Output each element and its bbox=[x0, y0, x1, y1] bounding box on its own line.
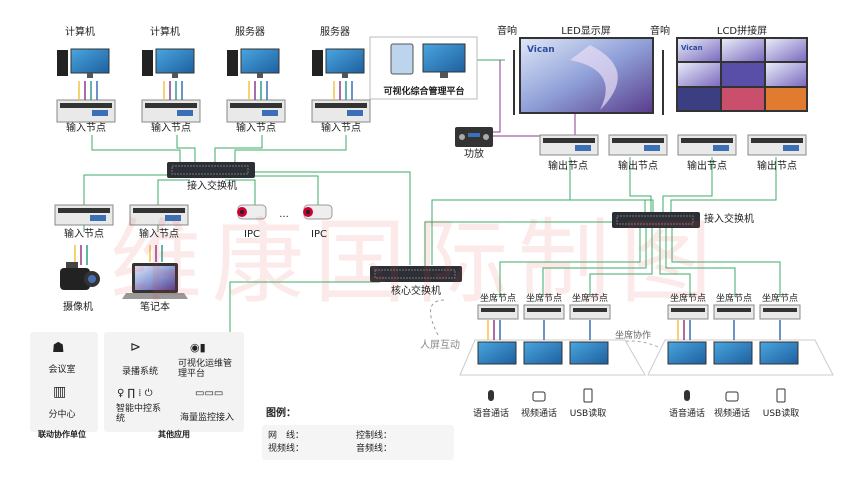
collab-unit-title: 联动协作单位 bbox=[38, 430, 86, 439]
amp-label: 功放 bbox=[464, 149, 484, 160]
speaker-label-1: 音响 bbox=[497, 26, 517, 37]
core-switch bbox=[370, 266, 462, 282]
meeting-room-icon: ☗ bbox=[52, 340, 65, 356]
control-icons: ♀ ∏ ⁞ ⏻ bbox=[117, 388, 153, 399]
output-node-label-2: 输出节点 bbox=[618, 161, 658, 172]
computer-label-2: 计算机 bbox=[150, 27, 180, 38]
peripheral-icons bbox=[488, 388, 786, 403]
voice-call-label-1: 语音通话 bbox=[472, 409, 510, 419]
lcd-wall bbox=[676, 37, 808, 112]
branch-center-icon: ▥ bbox=[53, 384, 67, 400]
legend-network: 网 线： bbox=[268, 431, 305, 441]
input-node-label-6: 输入节点 bbox=[139, 229, 179, 240]
seat-node-label-1: 坐席节点 bbox=[479, 294, 517, 304]
laptop-device bbox=[122, 263, 188, 299]
server-label-1: 服务器 bbox=[235, 27, 265, 38]
recording-label: 录播系统 bbox=[121, 367, 159, 377]
video-call-label-1: 视频通话 bbox=[520, 409, 558, 419]
seat-collab-label: 坐席协作 bbox=[614, 331, 652, 341]
video-call-label-2: 视频通话 bbox=[713, 409, 751, 419]
output-node-label-4: 输出节点 bbox=[757, 161, 797, 172]
meeting-room-label: 会议室 bbox=[48, 365, 76, 375]
output-node-label-3: 输出节点 bbox=[687, 161, 727, 172]
input-node-label-2: 输入节点 bbox=[151, 123, 191, 134]
lcd-wall-logo: Vican bbox=[681, 44, 703, 52]
seat-cluster-right bbox=[647, 304, 834, 376]
led-screen bbox=[519, 37, 654, 114]
seat-cluster-left bbox=[459, 304, 646, 376]
core-switch-label: 核心交换机 bbox=[391, 286, 441, 297]
usb-label-1: USB读取 bbox=[569, 409, 607, 419]
seat-node-label-4: 坐席节点 bbox=[669, 294, 707, 304]
collab-unit-panel bbox=[30, 332, 98, 432]
lcd-wall-label: LCD拼接屏 bbox=[716, 26, 768, 37]
viz-platform-box bbox=[369, 36, 478, 100]
laptop-label: 笔记本 bbox=[140, 302, 170, 313]
surveillance-icon: ▭▭▭ bbox=[195, 388, 224, 399]
viz-platform-label: 可视化综合管理平台 bbox=[383, 87, 465, 97]
seat-node-label-6: 坐席节点 bbox=[761, 294, 799, 304]
output-nodes bbox=[539, 134, 807, 156]
left-input-nodes bbox=[54, 204, 189, 265]
legend-title: 图例： bbox=[266, 408, 296, 419]
seat-node-label-2: 坐席节点 bbox=[525, 294, 563, 304]
access-switch-left-label: 接入交换机 bbox=[187, 181, 237, 192]
input-node-label-1: 输入节点 bbox=[66, 123, 106, 134]
recording-icon: ⊳ bbox=[130, 340, 141, 355]
led-screen-label: LED显示屏 bbox=[561, 26, 611, 37]
surveillance-label: 海量监控接入 bbox=[179, 413, 235, 423]
camera-device bbox=[60, 262, 100, 290]
access-switch-right-label: 接入交换机 bbox=[704, 214, 754, 225]
legend-audio: 音频线： bbox=[356, 444, 393, 454]
seat-node-label-3: 坐席节点 bbox=[571, 294, 609, 304]
seat-node-label-5: 坐席节点 bbox=[715, 294, 753, 304]
access-switch-right bbox=[612, 212, 700, 228]
smart-control-label: 智能中控系统 bbox=[116, 404, 162, 424]
computer-label-1: 计算机 bbox=[65, 27, 95, 38]
input-node-label-5: 输入节点 bbox=[64, 229, 104, 240]
access-switch-left bbox=[167, 162, 255, 178]
ops-platform-label: 可视化运维管理平台 bbox=[178, 359, 233, 379]
ipc-cameras bbox=[237, 204, 333, 220]
ipc-label-1: IPC bbox=[244, 229, 260, 240]
interaction-label: 人屏互动 bbox=[420, 340, 460, 351]
server-label-2: 服务器 bbox=[320, 27, 350, 38]
input-node-label-4: 输入节点 bbox=[321, 123, 361, 134]
led-screen-logo: Vican bbox=[527, 45, 555, 55]
top-devices bbox=[56, 48, 371, 123]
input-node-label-3: 输入节点 bbox=[236, 123, 276, 134]
amp-device bbox=[455, 127, 493, 147]
legend-video: 视频线： bbox=[268, 444, 305, 454]
output-node-label-1: 输出节点 bbox=[548, 161, 588, 172]
apps-panel bbox=[104, 332, 244, 432]
legend-control: 控制线： bbox=[356, 431, 393, 441]
ipc-ellipsis: ... bbox=[279, 209, 289, 220]
speaker-label-2: 音响 bbox=[650, 26, 670, 37]
legend-panel bbox=[262, 425, 454, 460]
camera-label: 摄像机 bbox=[63, 302, 93, 313]
usb-label-2: USB读取 bbox=[762, 409, 800, 419]
ops-platform-icon: ◉▮ bbox=[190, 341, 206, 354]
branch-center-label: 分中心 bbox=[48, 410, 76, 420]
apps-title: 其他应用 bbox=[158, 430, 190, 439]
voice-call-label-2: 语音通话 bbox=[668, 409, 706, 419]
ipc-label-2: IPC bbox=[311, 229, 327, 240]
